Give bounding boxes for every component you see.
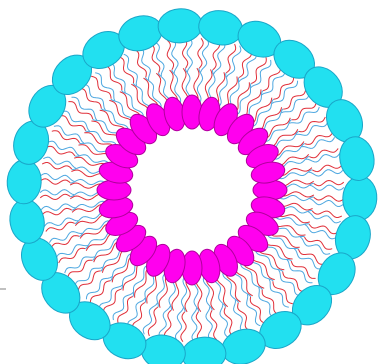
inner-head — [253, 180, 287, 200]
vesicle-lumen — [138, 136, 246, 244]
inner-head — [182, 95, 202, 129]
inner-head — [182, 251, 202, 285]
inner-head — [97, 180, 131, 200]
